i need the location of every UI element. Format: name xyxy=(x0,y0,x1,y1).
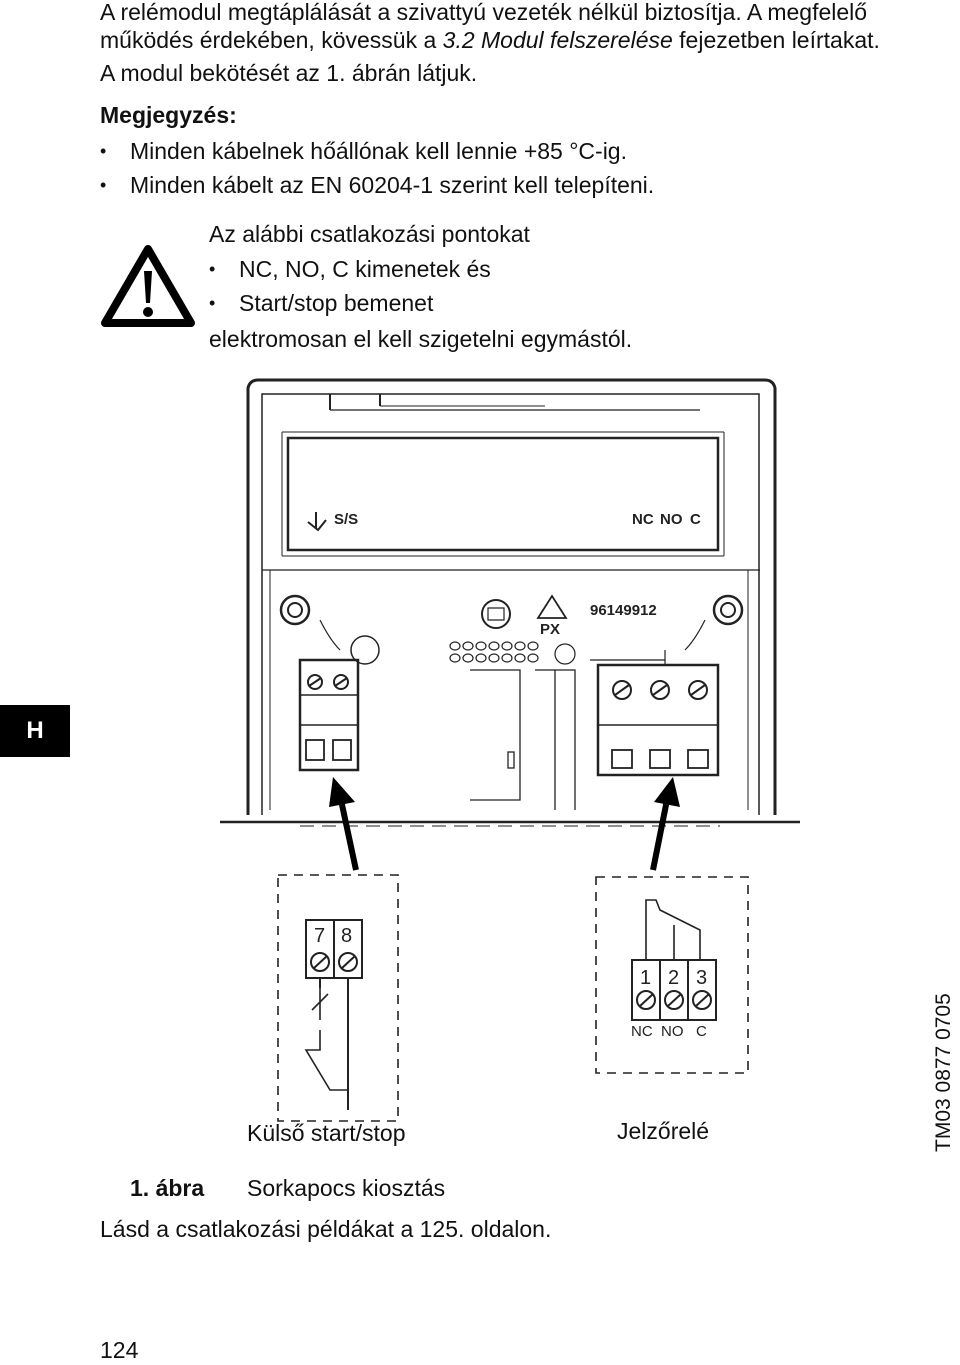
terminal-1-label: 1 xyxy=(640,967,651,989)
module-label-ss: S/S xyxy=(334,511,358,528)
note-item-1: Minden kábelnek hőállónak kell lennie +8… xyxy=(100,136,627,166)
note-item-2: Minden kábelt az EN 60204-1 szerint kell… xyxy=(100,170,654,200)
terminal-3-label: 3 xyxy=(696,967,707,989)
section-reference-link[interactable]: 3.2 Modul felszerelése xyxy=(442,27,673,53)
module-label-c: C xyxy=(690,511,701,528)
figure-title: Sorkapocs kiosztás xyxy=(247,1175,446,1201)
cross-reference-text: Lásd a csatlakozási példákat a 125. olda… xyxy=(100,1216,552,1242)
warning-item-2: Start/stop bemenet xyxy=(209,288,433,318)
module-label-no: NO xyxy=(660,511,683,528)
terminal-8-label: 8 xyxy=(341,925,352,947)
intro-line-3: A modul bekötését az 1. ábrán látjuk. xyxy=(100,60,478,86)
terminal-7-label: 7 xyxy=(314,925,325,947)
intro-line-2: működés érdekében, kövessük a 3.2 Modul … xyxy=(100,25,880,55)
figure-number: 1. ábra xyxy=(130,1175,205,1201)
part-number: 96149912 xyxy=(590,602,657,619)
language-tab: H xyxy=(0,705,70,757)
terminal-nc-label: NC xyxy=(631,1023,653,1040)
material-mark: PX xyxy=(540,621,560,638)
warning-item-1: NC, NO, C kimenetek és xyxy=(209,254,491,284)
intro-line-2-start: működés érdekében, kövessük a xyxy=(100,27,443,53)
intro-line-1: A relémodul megtáplálását a szivattyú ve… xyxy=(100,0,868,25)
warning-line-2: elektromosan el kell szigetelni egymástó… xyxy=(209,326,633,352)
relay-label: Jelzőrelé xyxy=(617,1118,709,1144)
warning-line-1: Az alábbi csatlakozási pontokat xyxy=(209,221,530,247)
terminal-c-label: C xyxy=(696,1023,707,1040)
warning-triangle-icon xyxy=(101,245,195,327)
module-label-nc: NC xyxy=(632,511,654,528)
start-stop-label: Külső start/stop xyxy=(247,1120,406,1146)
terminal-diagram: S/S NC NO C 96149912 PX 7 8 xyxy=(220,378,800,1146)
page-number: 124 xyxy=(100,1337,139,1363)
intro-line-2-end: fejezetben leírtakat. xyxy=(672,27,880,53)
figure-code: TM03 0877 0705 xyxy=(932,993,955,1152)
terminal-2-label: 2 xyxy=(668,967,679,989)
note-heading: Megjegyzés: xyxy=(100,102,237,128)
terminal-no-label: NO xyxy=(661,1023,684,1040)
